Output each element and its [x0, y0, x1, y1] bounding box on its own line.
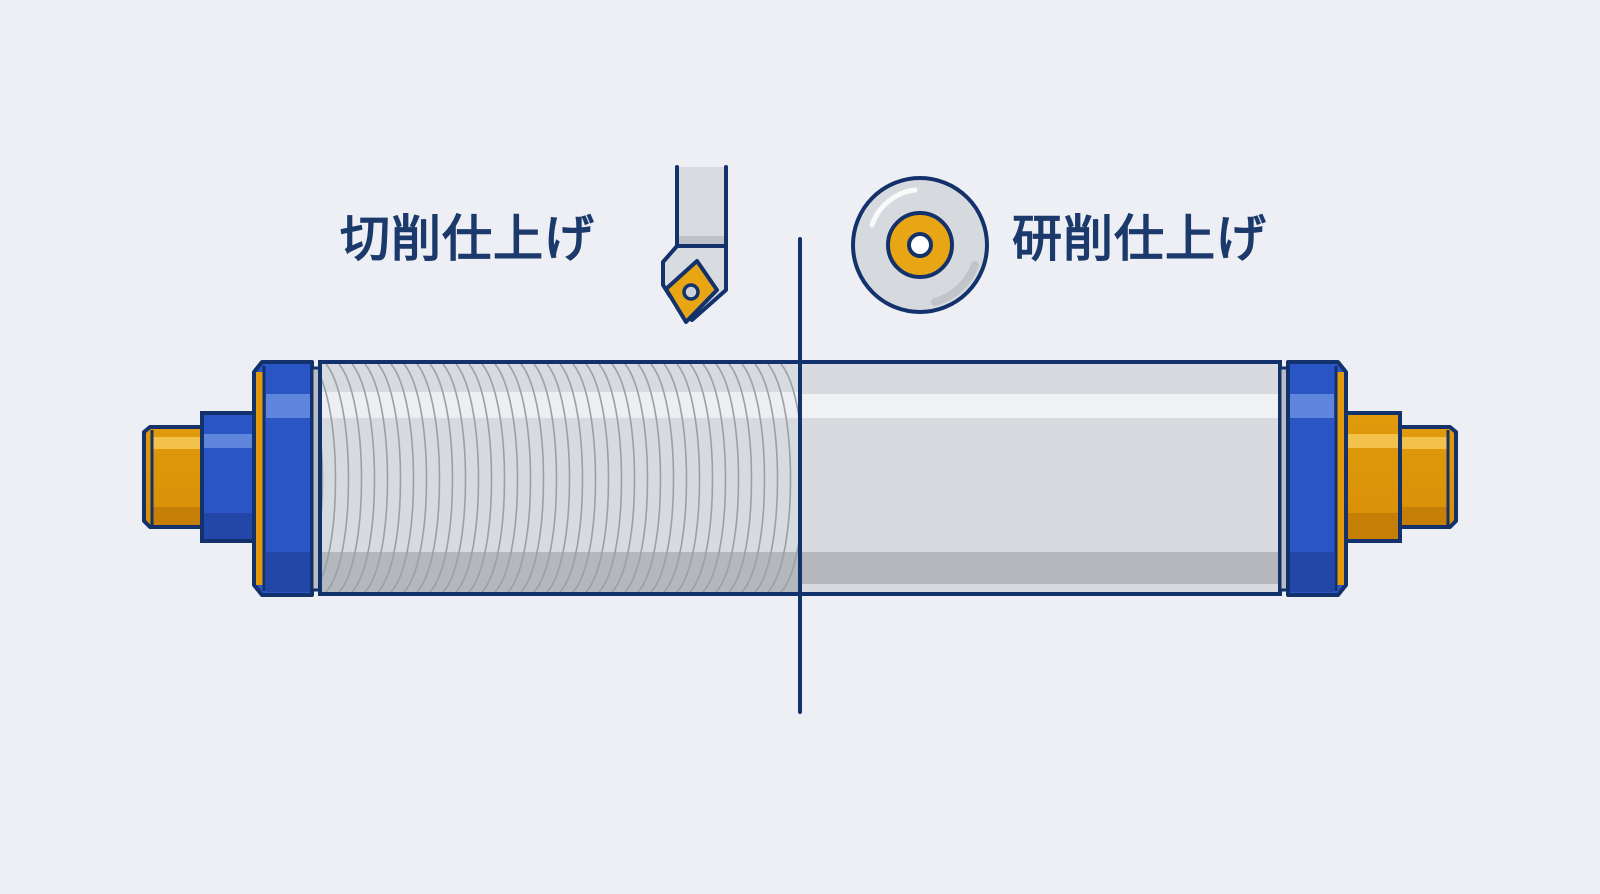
right-flange	[1278, 360, 1348, 597]
left-collar	[200, 411, 256, 543]
cutting-finish-label: 切削仕上げ	[340, 210, 595, 268]
ground-finish-section	[800, 362, 1280, 594]
cut-finish-section	[320, 362, 800, 594]
left-shaft-end	[142, 425, 204, 529]
cutting-tool-icon	[661, 165, 728, 324]
grinding-finish-label: 研削仕上げ	[1012, 210, 1267, 268]
right-collar	[1344, 411, 1402, 543]
left-flange	[252, 360, 322, 597]
grinding-wheel-icon	[851, 176, 989, 314]
shaft	[142, 360, 1458, 597]
right-shaft-end	[1398, 425, 1458, 529]
